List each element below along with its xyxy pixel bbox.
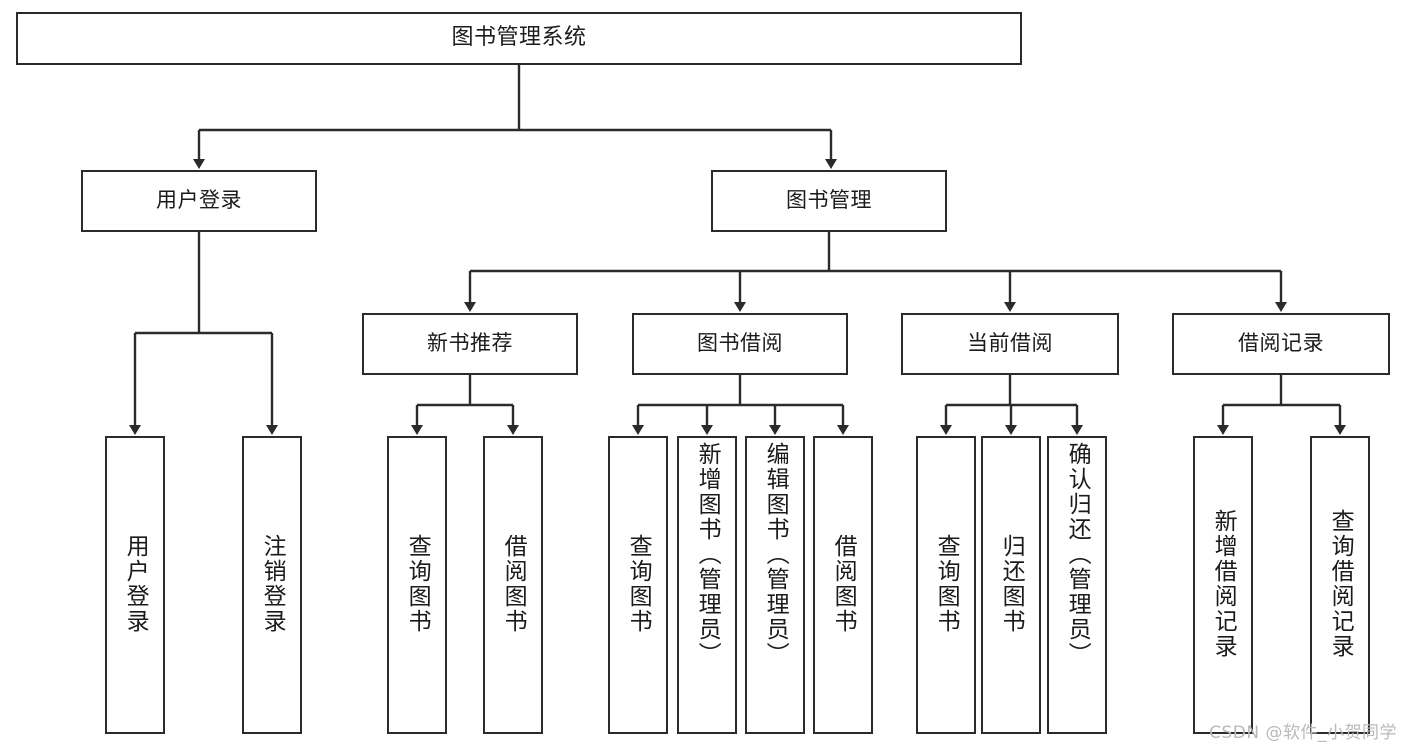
leaf-user-login-logout[interactable]: 注销登录: [242, 436, 302, 734]
node-label: 新书推荐: [427, 331, 513, 356]
leaf-book-borrow-add-book-admin[interactable]: 新增图书（管理员）: [677, 436, 737, 734]
node-label: 当前借阅: [967, 331, 1053, 356]
node-new-book-recommendation[interactable]: 新书推荐: [362, 313, 578, 375]
node-label: 图书管理系统: [451, 25, 587, 51]
node-label: 图书管理: [786, 188, 872, 213]
node-label: 查询图书: [625, 534, 652, 634]
node-label: 查询借阅记录: [1327, 509, 1354, 659]
node-label: 借阅图书: [830, 534, 857, 634]
node-label: 编辑图书（管理员）: [762, 442, 789, 667]
node-label: 确认归还（管理员）: [1064, 442, 1091, 667]
node-label: 用户登录: [122, 534, 149, 634]
leaf-borrow-record-add-record[interactable]: 新增借阅记录: [1193, 436, 1253, 734]
leaf-current-borrow-return-books[interactable]: 归还图书: [981, 436, 1041, 734]
leaf-book-borrow-query-books[interactable]: 查询图书: [608, 436, 668, 734]
node-label: 查询图书: [404, 534, 431, 634]
leaf-book-borrow-edit-book-admin[interactable]: 编辑图书（管理员）: [745, 436, 805, 734]
leaf-borrow-record-query-record[interactable]: 查询借阅记录: [1310, 436, 1370, 734]
node-label: 注销登录: [259, 534, 286, 634]
node-label: 新增借阅记录: [1210, 509, 1237, 659]
node-label: 查询图书: [933, 534, 960, 634]
node-label: 归还图书: [998, 534, 1025, 634]
node-label: 借阅记录: [1238, 331, 1324, 356]
leaf-current-borrow-query-books[interactable]: 查询图书: [916, 436, 976, 734]
node-label: 图书借阅: [697, 331, 783, 356]
leaf-user-login-login[interactable]: 用户登录: [105, 436, 165, 734]
node-borrowing-record[interactable]: 借阅记录: [1172, 313, 1390, 375]
node-current-borrowing[interactable]: 当前借阅: [901, 313, 1119, 375]
leaf-new-book-borrow-books[interactable]: 借阅图书: [483, 436, 543, 734]
node-label: 用户登录: [156, 188, 242, 213]
node-label: 借阅图书: [500, 534, 527, 634]
node-book-borrowing[interactable]: 图书借阅: [632, 313, 848, 375]
leaf-book-borrow-borrow-books[interactable]: 借阅图书: [813, 436, 873, 734]
leaf-current-borrow-confirm-return-admin[interactable]: 确认归还（管理员）: [1047, 436, 1107, 734]
node-root-book-management-system[interactable]: 图书管理系统: [16, 12, 1022, 65]
node-user-login[interactable]: 用户登录: [81, 170, 317, 232]
watermark-text: CSDN @软件_小贺同学: [1209, 723, 1397, 743]
node-label: 新增图书（管理员）: [694, 442, 721, 667]
leaf-new-book-query-books[interactable]: 查询图书: [387, 436, 447, 734]
node-book-management[interactable]: 图书管理: [711, 170, 947, 232]
